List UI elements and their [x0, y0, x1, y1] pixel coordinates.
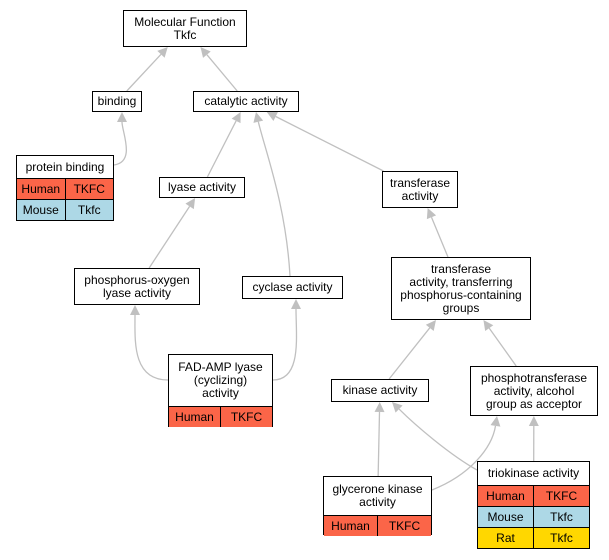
- edge-lyase-activity-to-catalytic-activity: [206, 120, 237, 178]
- edge-arrowhead: [490, 416, 501, 427]
- go-term-label: kinase activity: [342, 383, 418, 397]
- gene-symbol[interactable]: TKFC: [377, 515, 431, 536]
- edge-arrowhead: [185, 198, 196, 210]
- go-term-label: triokinase activity: [487, 466, 580, 480]
- edge-arrowhead: [291, 299, 301, 309]
- edge-arrowhead: [117, 112, 127, 122]
- gene-symbol[interactable]: Tkfc: [64, 199, 113, 220]
- gene-symbol[interactable]: Tkfc: [533, 506, 589, 528]
- edge-transferase-phosphorus-to-transferase-activity: [430, 216, 449, 258]
- edge-arrowhead: [266, 112, 278, 121]
- species-name: Mouse: [17, 199, 65, 220]
- go-term-label: Molecular Function Tkfc: [134, 14, 236, 42]
- go-term-label: transferase activity, transferring phosp…: [400, 261, 522, 315]
- go-term-transferase-activity[interactable]: transferase activity: [382, 171, 458, 208]
- go-term-kinase-activity[interactable]: kinase activity: [331, 379, 429, 402]
- go-term-label: glycerone kinase activity: [332, 482, 423, 509]
- edge-glycerone-kinase-to-kinase-activity: [377, 411, 381, 477]
- go-term-molecular-function[interactable]: Molecular Function Tkfc: [123, 10, 247, 47]
- species-name: Human: [324, 515, 378, 536]
- edge-arrowhead: [157, 47, 168, 58]
- go-term-label: protein binding: [25, 159, 105, 174]
- go-term-label: binding: [97, 94, 137, 108]
- edge-arrowhead: [528, 416, 539, 427]
- go-term-label: phosphotransferase activity, alcohol gro…: [480, 370, 588, 411]
- edge-cyclase-activity-to-catalytic-activity: [257, 121, 291, 277]
- edge-arrowhead: [483, 320, 494, 332]
- go-term-transferase-phosphorus[interactable]: transferase activity, transferring phosp…: [391, 257, 531, 320]
- go-term-lyase-activity[interactable]: lyase activity: [159, 177, 245, 198]
- species-name: Rat: [478, 527, 534, 548]
- gene-symbol[interactable]: TKFC: [64, 178, 113, 200]
- go-term-phosphotransferase-alcohol[interactable]: phosphotransferase activity, alcohol gro…: [470, 366, 598, 416]
- gene-symbol[interactable]: TKFC: [220, 406, 272, 427]
- go-term-phosphorus-oxygen-lyase[interactable]: phosphorus-oxygen lyase activity: [74, 268, 200, 305]
- edge-catalytic-activity-to-molecular-function: [206, 54, 238, 92]
- edge-protein-binding-to-binding: [113, 121, 128, 166]
- go-term-label: transferase activity: [389, 175, 451, 203]
- go-term-label: FAD-AMP lyase (cyclizing) activity: [178, 360, 263, 400]
- edge-fad-amp-lyase-to-phosphorus-oxygen-lyase: [134, 314, 169, 381]
- edge-glycerone-kinase-to-phosphotransferase-alcohol: [431, 425, 497, 491]
- edge-arrowhead: [231, 112, 241, 124]
- edge-arrowhead: [425, 320, 436, 331]
- edge-arrowhead: [426, 208, 437, 220]
- species-name: Human: [478, 485, 534, 507]
- go-term-cyclase-activity[interactable]: cyclase activity: [242, 276, 343, 299]
- edge-phosphorus-oxygen-lyase-to-lyase-activity: [148, 206, 191, 269]
- gene-symbol[interactable]: Tkfc: [533, 527, 589, 548]
- edge-fad-amp-lyase-to-cyclase-activity: [272, 308, 298, 381]
- edge-arrowhead: [374, 402, 385, 413]
- edge-kinase-activity-to-transferase-phosphorus: [388, 327, 431, 380]
- edge-triokinase-activity-to-kinase-activity: [398, 408, 478, 471]
- edge-arrowhead: [253, 112, 264, 123]
- edge-arrowhead: [130, 305, 140, 315]
- go-term-label: catalytic activity: [204, 94, 288, 108]
- edge-transferase-activity-to-catalytic-activity: [275, 115, 384, 172]
- go-term-binding[interactable]: binding: [92, 91, 142, 112]
- edge-binding-to-molecular-function: [126, 53, 162, 92]
- go-term-label: lyase activity: [167, 180, 237, 194]
- go-term-label: cyclase activity: [252, 280, 333, 294]
- species-name: Human: [17, 178, 65, 200]
- go-term-label: phosphorus-oxygen lyase activity: [84, 272, 190, 300]
- edge-arrowhead: [392, 402, 403, 413]
- edge-arrowhead: [200, 47, 211, 58]
- edge-phosphotransferase-alcohol-to-transferase-phosphorus: [488, 327, 517, 367]
- species-name: Human: [169, 406, 221, 427]
- go-term-catalytic-activity[interactable]: catalytic activity: [193, 91, 299, 112]
- gene-symbol[interactable]: TKFC: [533, 485, 589, 507]
- species-name: Mouse: [478, 506, 534, 528]
